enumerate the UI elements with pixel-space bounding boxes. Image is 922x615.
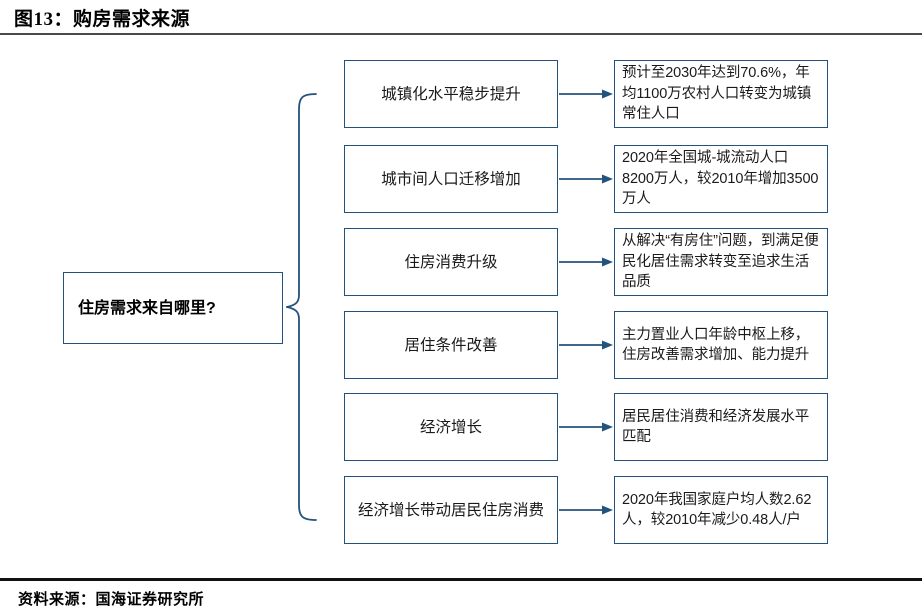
cause-box-5[interactable]: 经济增长 [344, 393, 558, 461]
detail-box-3[interactable]: 从解决“有房住”问题，到满足便民化居住需求转变至追求生活品质 [614, 228, 828, 296]
cause-label-1: 城镇化水平稳步提升 [381, 85, 521, 103]
root-question-label: 住房需求来自哪里? [78, 299, 216, 317]
detail-box-1[interactable]: 预计至2030年达到70.6%，年均1100万农村人口转变为城镇常住人口 [614, 60, 828, 128]
detail-label-2: 2020年全国城-城流动人口8200万人，较2010年增加3500万人 [622, 150, 819, 208]
cause-label-6: 经济增长带动居民住房消费 [357, 501, 544, 519]
arrow-right-icon-group [559, 89, 613, 515]
detail-label-3: 从解决“有房住”问题，到满足便民化居住需求转变至追求生活品质 [622, 233, 819, 291]
detail-box-6[interactable]: 2020年我国家庭户均人数2.62人，较2010年减少0.48人/户 [614, 476, 828, 544]
detail-box-2[interactable]: 2020年全国城-城流动人口8200万人，较2010年增加3500万人 [614, 145, 828, 213]
arrow-right-icon [559, 174, 613, 184]
cause-box-2[interactable]: 城市间人口迁移增加 [344, 145, 558, 213]
cause-label-4: 居住条件改善 [404, 336, 498, 354]
root-question-box[interactable]: 住房需求来自哪里? [63, 272, 283, 344]
detail-label-4: 主力置业人口年龄中枢上移，住房改善需求增加、能力提升 [622, 326, 810, 364]
flow-diagram: 住房需求来自哪里? 城镇化水平稳步提升 城市间人口迁移增加 住房消费升级 居住条… [0, 33, 922, 578]
cause-box-4[interactable]: 居住条件改善 [344, 311, 558, 379]
detail-label-1: 预计至2030年达到70.6%，年均1100万农村人口转变为城镇常住人口 [622, 65, 812, 123]
cause-label-5: 经济增长 [419, 418, 482, 436]
page-title: 图13：购房需求来源 [14, 9, 191, 30]
curly-brace-connector [286, 93, 317, 521]
detail-label-5: 居民居住消费和经济发展水平匹配 [622, 408, 810, 446]
detail-label-6: 2020年我国家庭户均人数2.62人，较2010年减少0.48人/户 [622, 491, 812, 529]
arrow-right-icon [559, 89, 613, 99]
cause-label-2: 城市间人口迁移增加 [381, 170, 521, 188]
header-divider [0, 33, 922, 35]
cause-box-3[interactable]: 住房消费升级 [344, 228, 558, 296]
arrow-right-icon [559, 422, 613, 432]
cause-box-6[interactable]: 经济增长带动居民住房消费 [344, 476, 558, 544]
source-note: 资料来源：国海证券研究所 [18, 592, 205, 608]
detail-box-5[interactable]: 居民居住消费和经济发展水平匹配 [614, 393, 828, 461]
cause-label-3: 住房消费升级 [404, 253, 498, 271]
detail-box-4[interactable]: 主力置业人口年龄中枢上移，住房改善需求增加、能力提升 [614, 311, 828, 379]
arrow-right-icon [559, 340, 613, 350]
cause-box-1[interactable]: 城镇化水平稳步提升 [344, 60, 558, 128]
arrow-right-icon [559, 257, 613, 267]
footer-divider [0, 578, 922, 581]
arrow-right-icon [559, 505, 613, 515]
